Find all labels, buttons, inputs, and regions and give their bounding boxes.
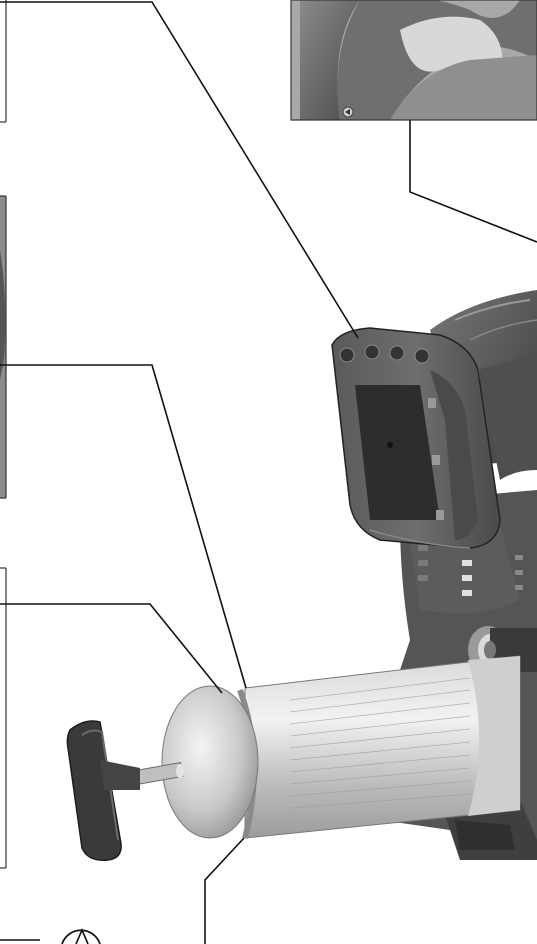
leader-line-cartridge-top [0,364,247,689]
battery-pack [331,327,501,549]
detail-frame-middle-left [0,195,7,499]
circular-symbol-icon [61,927,101,944]
leader-line-battery [0,1,359,339]
plunger-handle [66,720,184,861]
leader-line-cartridge-cap [0,603,223,694]
grease-cartridge [161,655,521,839]
grip-handle [478,355,537,480]
detail-frame-top-left [0,0,7,123]
detail-inset-top-right [290,0,537,121]
detail-frame-bottom-left [0,567,7,869]
leader-line-cartridge-bottom [204,837,245,944]
leader-line-detail-top-right [409,120,537,243]
